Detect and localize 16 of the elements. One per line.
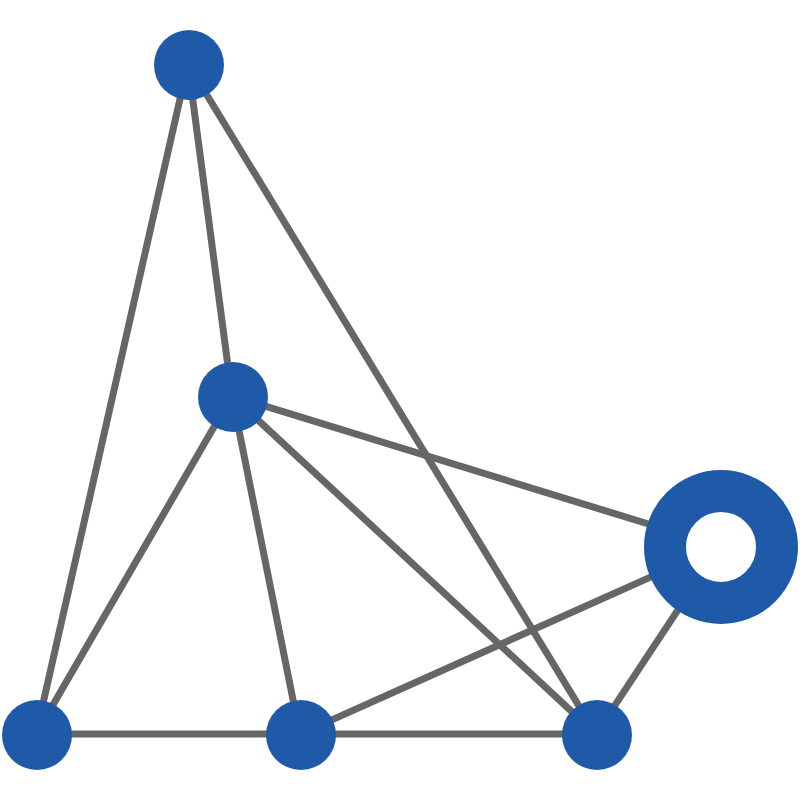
connector-line	[69, 730, 267, 738]
connector-line	[188, 96, 232, 364]
connector-line	[202, 90, 582, 708]
connector-line	[49, 422, 219, 708]
connector-line	[253, 415, 575, 715]
circle-node	[197, 361, 267, 431]
connector-line	[328, 573, 654, 724]
connector-line	[333, 730, 563, 738]
circle-node	[265, 699, 335, 769]
circle-node	[561, 699, 631, 769]
circle-node	[1, 699, 71, 769]
connector-line	[40, 95, 184, 703]
connector-line	[235, 427, 297, 703]
connector-line	[262, 402, 650, 528]
connector-line	[611, 606, 682, 709]
circle-node	[153, 29, 223, 99]
